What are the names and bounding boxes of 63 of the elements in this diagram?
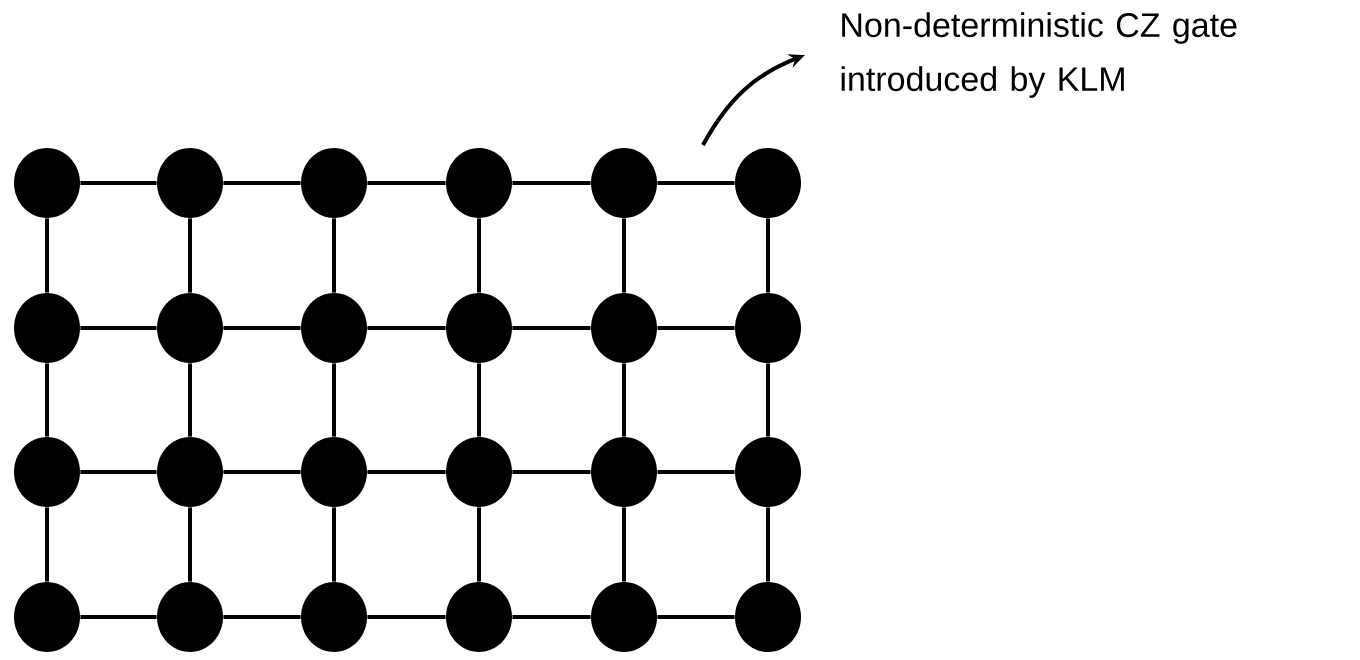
line: [188, 363, 192, 437]
dot: [591, 148, 657, 218]
dot: [14, 437, 80, 507]
line: [657, 615, 735, 619]
line: [622, 218, 626, 293]
dot: [301, 437, 367, 507]
dot: [157, 148, 223, 218]
line: [367, 181, 446, 185]
line: [477, 363, 481, 437]
line: [332, 218, 336, 293]
line: [367, 615, 446, 619]
line: [80, 326, 157, 330]
line: [766, 218, 770, 293]
dot: [157, 582, 223, 652]
line: [367, 470, 446, 474]
line: [657, 326, 735, 330]
dot: [446, 293, 512, 363]
dot: [301, 293, 367, 363]
dot: [446, 582, 512, 652]
line: [512, 326, 591, 330]
dot: [735, 582, 801, 652]
line: [188, 507, 192, 582]
dot: [735, 437, 801, 507]
dot: [591, 293, 657, 363]
dot: [735, 293, 801, 363]
line: [223, 181, 301, 185]
dot: [591, 437, 657, 507]
line: [512, 615, 591, 619]
line: [332, 363, 336, 437]
line: [80, 615, 157, 619]
line: [45, 363, 49, 437]
dot: [591, 582, 657, 652]
dot: [157, 293, 223, 363]
dot: [301, 582, 367, 652]
dot: [14, 582, 80, 652]
line: [622, 507, 626, 582]
line: [223, 615, 301, 619]
line: [45, 218, 49, 293]
line: [657, 470, 735, 474]
line: [477, 218, 481, 293]
line: [657, 181, 735, 185]
dot: [735, 148, 801, 218]
dot: [446, 148, 512, 218]
line: [477, 507, 481, 582]
dot: [301, 148, 367, 218]
dot: [157, 437, 223, 507]
annotation-text: Non-deterministic CZ gate introduced by KLM: [841, 12, 1237, 98]
line: [367, 326, 446, 330]
line: [332, 507, 336, 582]
dot: [14, 293, 80, 363]
line: [80, 181, 157, 185]
dot: [14, 148, 80, 218]
line: [622, 363, 626, 437]
line: [45, 507, 49, 582]
line: [223, 470, 301, 474]
line: [766, 363, 770, 437]
line: [766, 507, 770, 582]
line: [188, 218, 192, 293]
line: [80, 470, 157, 474]
line: [512, 181, 591, 185]
line: [223, 326, 301, 330]
line: [512, 470, 591, 474]
dot: [446, 437, 512, 507]
